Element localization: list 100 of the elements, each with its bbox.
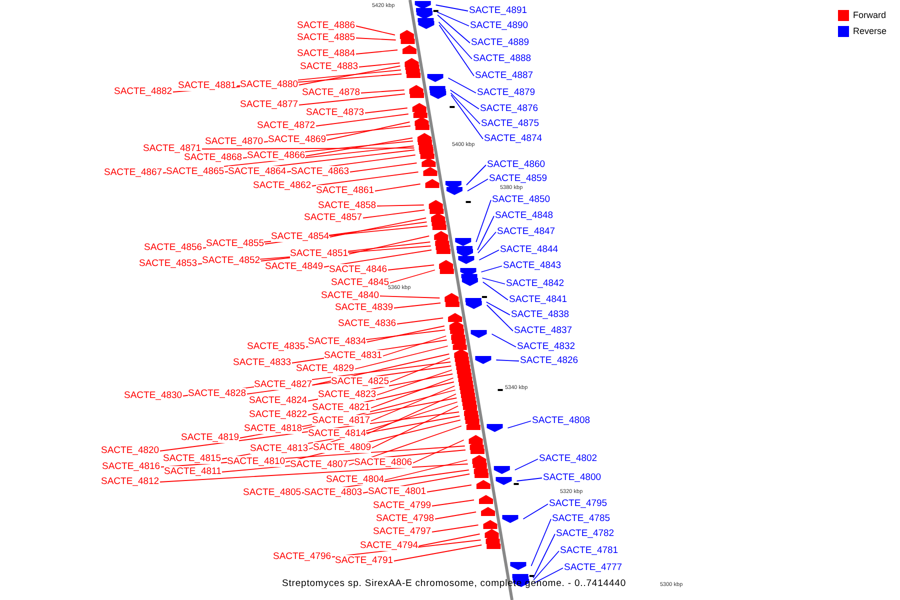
- leader-line: [533, 550, 560, 580]
- leader-line: [376, 370, 452, 396]
- gene-label: SACTE_4829: [296, 362, 354, 374]
- gene-label: SACTE_4791: [335, 554, 394, 566]
- leader-line: [348, 236, 430, 254]
- gene-label: SACTE_4857: [304, 212, 362, 222]
- gene-label: SACTE_4866: [247, 150, 306, 160]
- leader-line: [450, 90, 480, 110]
- gene-label: SACTE_4849: [265, 260, 324, 272]
- gene-label: SACTE_4874: [484, 132, 542, 144]
- gene-label: SACTE_4798: [376, 512, 434, 524]
- gene-label: SACTE_4826: [520, 354, 578, 366]
- leader-line: [438, 22, 472, 60]
- gene-label: SACTE_4794: [360, 540, 418, 550]
- gene-label: SACTE_4855: [206, 238, 264, 248]
- gene-label: SACTE_4869: [268, 134, 326, 144]
- gene-label: SACTE_4817: [312, 414, 370, 426]
- gene-label: SACTE_4870: [205, 136, 264, 146]
- leader-line: [370, 386, 456, 422]
- gene-label: SACTE_4833: [233, 356, 292, 368]
- leader-line: [372, 406, 458, 448]
- gene-label: SACTE_4865: [166, 166, 224, 176]
- leader-line: [486, 304, 514, 332]
- gene-label: SACTE_4873: [306, 106, 364, 118]
- leader-line: [486, 302, 510, 316]
- gene-label: SACTE_4890: [470, 20, 528, 30]
- gene-label: SACTE_4863: [291, 166, 350, 176]
- leader-line: [432, 500, 474, 506]
- gene-label: SACTE_4808: [532, 414, 590, 426]
- gene-label: SACTE_4848: [495, 210, 554, 220]
- gene-label: SACTE_4850: [492, 194, 550, 204]
- gene-label: SACTE_4856: [144, 242, 202, 252]
- leader-line: [532, 534, 556, 578]
- leader-line: [436, 12, 470, 26]
- leader-line: [312, 172, 419, 186]
- gene-label: SACTE_4821: [312, 402, 370, 412]
- gene-label: SACTE_4841: [509, 294, 568, 304]
- leader-line: [380, 296, 440, 298]
- gene-label: SACTE_4797: [373, 526, 432, 536]
- leader-line: [434, 512, 476, 520]
- gene-label: SACTE_4879: [477, 86, 536, 98]
- leader-line: [466, 164, 486, 186]
- gene-label: SACTE_4886: [297, 20, 356, 30]
- leader-line: [522, 504, 548, 520]
- gene-label: SACTE_4839: [335, 302, 394, 312]
- gene-label: SACTE_4812: [101, 476, 160, 486]
- leader-line: [530, 518, 552, 566]
- leader-line: [306, 138, 413, 156]
- gene-label: SACTE_4883: [300, 60, 358, 72]
- gene-label: SACTE_4872: [257, 120, 316, 130]
- gene-label: SACTE_4861: [316, 184, 374, 196]
- gene-label: SACTE_4785: [552, 512, 610, 524]
- leader-line: [316, 114, 409, 126]
- leader-line: [396, 318, 444, 324]
- leader-line: [354, 346, 448, 370]
- gene-label: SACTE_4878: [302, 86, 360, 98]
- leader-line: [364, 108, 408, 114]
- gene-label: SACTE_4842: [506, 278, 564, 288]
- leader-line: [432, 524, 479, 532]
- leader-line: [450, 92, 480, 124]
- gene-label: SACTE_4885: [297, 32, 356, 42]
- leader-line: [438, 24, 474, 76]
- gene-label: SACTE_4796: [273, 550, 332, 562]
- leader-line: [298, 66, 401, 86]
- leader-line: [477, 216, 494, 250]
- leader-line: [467, 178, 488, 192]
- leader-line: [435, 4, 468, 12]
- gene-label: SACTE_4888: [473, 52, 532, 64]
- gene-label: SACTE_4854: [271, 230, 330, 242]
- gene-label: SACTE_4810: [227, 456, 286, 466]
- leader-line: [366, 326, 445, 342]
- leader-line: [394, 544, 482, 562]
- gene-label: SACTE_4777: [564, 562, 622, 572]
- leader-line: [394, 302, 441, 308]
- gene-label: SACTE_4853: [139, 258, 198, 268]
- gene-label: SACTE_4813: [250, 442, 308, 454]
- leader-line: [437, 14, 470, 44]
- leader-line: [516, 478, 542, 482]
- gene-label: SACTE_4805: [243, 486, 302, 498]
- leader-line: [298, 94, 406, 106]
- gene-label: SACTE_4782: [556, 528, 614, 538]
- leader-line: [491, 334, 516, 348]
- leader-line: [478, 250, 500, 260]
- leader-line: [418, 534, 480, 546]
- leader-line: [382, 336, 447, 356]
- leader-line: [324, 250, 432, 268]
- legend-label: Forward: [853, 10, 886, 21]
- gene-label: SACTE_4881: [178, 80, 236, 90]
- gene-label: SACTE_4868: [184, 152, 242, 162]
- leader-line: [350, 162, 418, 172]
- leader-line: [202, 148, 415, 150]
- gene-label: SACTE_4836: [338, 318, 396, 328]
- gene-label: SACTE_4830: [124, 390, 182, 400]
- leader-line: [426, 484, 472, 492]
- gene-label: SACTE_4851: [290, 248, 348, 258]
- leader-line: [388, 264, 434, 270]
- gene-label: SACTE_4884: [297, 48, 356, 58]
- gene-label: SACTE_4799: [373, 500, 432, 510]
- leader-line: [160, 464, 468, 482]
- gene-label: SACTE_4823: [318, 388, 376, 400]
